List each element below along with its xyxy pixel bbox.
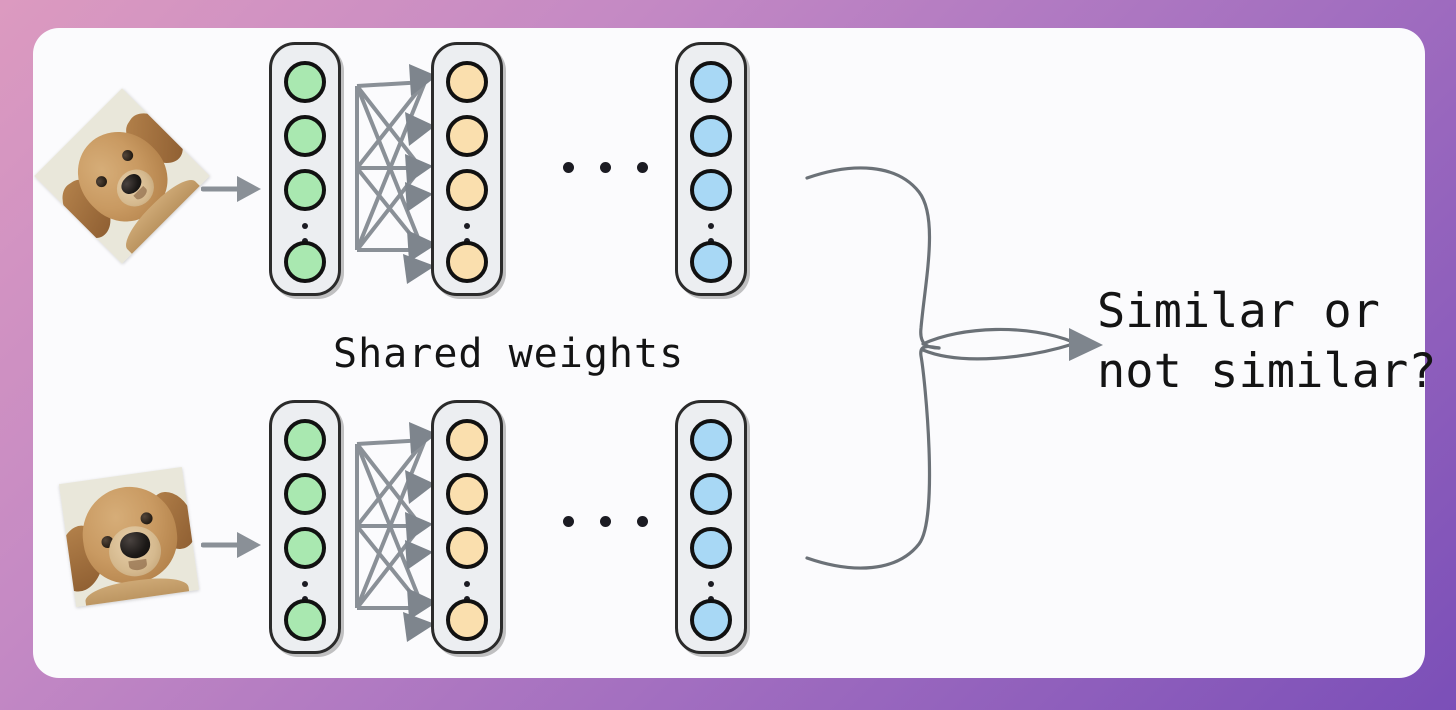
node-blue-3 bbox=[690, 169, 732, 211]
verdict-text: Similar or not similar? bbox=[1097, 282, 1437, 402]
node-orange-3 bbox=[446, 527, 488, 569]
layer-embedding-bottom bbox=[675, 400, 747, 654]
shared-weights-label: Shared weights bbox=[333, 331, 685, 377]
node-blue-4 bbox=[690, 241, 732, 283]
node-green-1 bbox=[284, 61, 326, 103]
layer-embedding-top bbox=[675, 42, 747, 296]
horizontal-ellipsis-bottom bbox=[563, 516, 648, 527]
verdict-line-2: not similar? bbox=[1097, 344, 1437, 400]
layer-input-bottom bbox=[269, 400, 341, 654]
merge-connector bbox=[805, 166, 1103, 570]
horizontal-ellipsis-top bbox=[563, 162, 648, 173]
shared-weights-connections-bottom bbox=[355, 422, 437, 642]
node-orange-2 bbox=[446, 115, 488, 157]
node-green-1 bbox=[284, 419, 326, 461]
curve-from-top-embedding bbox=[805, 166, 941, 350]
verdict-line-1: Similar or bbox=[1097, 284, 1380, 339]
photo-frame-top bbox=[34, 88, 210, 264]
shared-weights-connections-top bbox=[355, 64, 437, 284]
node-green-3 bbox=[284, 169, 326, 211]
node-blue-1 bbox=[690, 419, 732, 461]
layer-hidden-bottom bbox=[431, 400, 503, 654]
junction-lobe-lower bbox=[921, 342, 1075, 361]
junction-lobe-upper bbox=[921, 327, 1075, 346]
node-orange-2 bbox=[446, 473, 488, 515]
input-image-bottom bbox=[58, 466, 200, 608]
node-green-4 bbox=[284, 241, 326, 283]
node-orange-3 bbox=[446, 169, 488, 211]
photo-frame-bottom bbox=[58, 466, 200, 608]
output-arrowhead bbox=[1069, 328, 1103, 361]
curve-from-bottom-embedding bbox=[805, 344, 941, 570]
node-blue-3 bbox=[690, 527, 732, 569]
node-orange-1 bbox=[446, 419, 488, 461]
node-green-2 bbox=[284, 115, 326, 157]
layer-hidden-top bbox=[431, 42, 503, 296]
node-orange-1 bbox=[446, 61, 488, 103]
golden-retriever-adult-photo bbox=[34, 88, 210, 264]
node-blue-4 bbox=[690, 599, 732, 641]
input-image-top bbox=[34, 88, 210, 264]
node-green-2 bbox=[284, 473, 326, 515]
golden-retriever-puppy-photo bbox=[58, 466, 200, 608]
diagram-card: Shared weights bbox=[33, 28, 1437, 678]
input-arrow-top bbox=[201, 176, 261, 202]
node-blue-1 bbox=[690, 61, 732, 103]
node-green-4 bbox=[284, 599, 326, 641]
node-orange-4 bbox=[446, 599, 488, 641]
layer-input-top bbox=[269, 42, 341, 296]
node-green-3 bbox=[284, 527, 326, 569]
node-blue-2 bbox=[690, 473, 732, 515]
node-orange-4 bbox=[446, 241, 488, 283]
node-blue-2 bbox=[690, 115, 732, 157]
input-arrow-bottom bbox=[201, 532, 261, 558]
